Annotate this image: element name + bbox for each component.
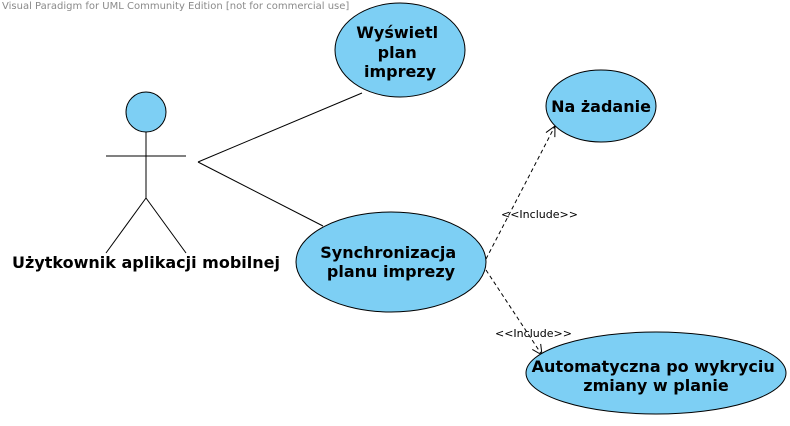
use-case-view-plan-line: plan xyxy=(378,43,417,62)
association-actor-view-plan[interactable] xyxy=(197,92,363,163)
use-case-on-demand-shape xyxy=(545,69,657,143)
use-case-auto-sync-line: Automatyczna po wykryciu xyxy=(532,357,775,376)
actor-head xyxy=(125,91,167,133)
use-case-sync-plan[interactable]: Synchronizacja planu imprezy xyxy=(295,211,487,313)
use-case-on-demand[interactable]: Na żadanie xyxy=(545,69,657,143)
include-arrow-on-demand[interactable] xyxy=(485,126,555,260)
include-label-auto-sync: <<Include>> xyxy=(495,327,572,340)
actor-user[interactable]: Użytkownik aplikacji mobilnej xyxy=(12,91,280,272)
use-case-auto-sync-label: Automatyczna po wykryciu zmiany w planie xyxy=(532,357,781,395)
use-case-auto-sync-shape xyxy=(525,331,787,415)
use-case-auto-sync[interactable]: Automatyczna po wykryciu zmiany w planie xyxy=(525,331,787,415)
include-arrow-auto-sync[interactable] xyxy=(485,269,542,355)
actor-name: Użytkownik aplikacji mobilnej xyxy=(12,253,280,272)
actor-left-leg xyxy=(105,197,147,254)
association-actor-sync-plan[interactable] xyxy=(197,161,324,227)
use-case-view-plan-label: Wyświetl plan imprezy xyxy=(356,23,443,81)
use-case-view-plan[interactable]: Wyświetl plan imprezy xyxy=(334,2,466,98)
use-case-view-plan-line: Wyświetl xyxy=(356,23,438,42)
use-case-view-plan-shape xyxy=(334,2,466,98)
include-label-on-demand: <<Include>> xyxy=(501,208,578,221)
use-case-sync-plan-label: Synchronizacja planu imprezy xyxy=(320,243,461,281)
use-case-sync-plan-line: Synchronizacja xyxy=(320,243,456,262)
watermark: Visual Paradigm for UML Community Editio… xyxy=(2,1,350,12)
use-case-view-plan-line: imprezy xyxy=(364,62,437,81)
actor-right-leg xyxy=(145,197,187,254)
use-case-on-demand-line: Na żadanie xyxy=(551,97,651,116)
use-case-sync-plan-line: planu imprezy xyxy=(327,262,456,281)
use-case-auto-sync-line: zmiany w planie xyxy=(583,376,729,395)
use-case-sync-plan-shape xyxy=(295,211,487,313)
use-case-on-demand-label: Na żadanie xyxy=(551,97,651,116)
